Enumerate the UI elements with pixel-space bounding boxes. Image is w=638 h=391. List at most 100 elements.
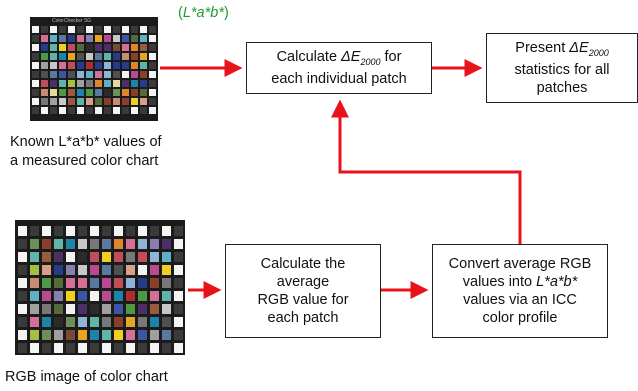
color-patch [138,330,147,340]
lab-label: (L*a*b*) [178,5,229,21]
color-patch [18,304,27,314]
convert-rgb-to-lab-box: Convert average RGB values into L*a*b* v… [432,244,608,338]
color-patch [66,278,75,288]
color-patch [150,226,159,236]
color-patch [114,226,123,236]
color-patch [32,98,39,105]
color-patch [102,304,111,314]
color-patch [86,80,93,87]
color-patch [150,278,159,288]
color-patch [122,80,129,87]
color-patch [66,291,75,301]
color-patch [32,62,39,69]
color-patch [54,343,63,353]
color-patch [18,239,27,249]
color-patch [131,98,138,105]
color-patch [138,265,147,275]
color-patch [174,291,183,301]
color-patch [102,252,111,262]
color-patch [77,26,84,33]
color-patch [104,71,111,78]
color-patch [102,291,111,301]
color-patch [95,44,102,51]
color-patch [54,265,63,275]
color-patch [138,343,147,353]
color-patch [50,71,57,78]
color-patch [90,330,99,340]
color-patch [77,80,84,87]
color-patch [113,62,120,69]
color-patch [42,291,51,301]
color-patch [59,26,66,33]
color-patch [162,330,171,340]
color-patch [122,44,129,51]
color-patch [131,89,138,96]
color-patch [18,226,27,236]
color-patch [140,107,147,114]
color-patch [122,53,129,60]
color-patch [150,317,159,327]
color-patch [68,53,75,60]
color-patch [150,291,159,301]
color-patch [102,239,111,249]
color-patch [138,239,147,249]
color-patch [162,226,171,236]
color-patch [77,44,84,51]
color-patch [95,98,102,105]
color-patch [41,98,48,105]
color-patch [95,80,102,87]
color-patch [113,80,120,87]
color-patch [149,80,156,87]
color-patch [140,62,147,69]
color-patch [104,107,111,114]
known-chart-caption: Known L*a*b* values of a measured color … [10,134,162,169]
color-patch [68,107,75,114]
color-patch [66,304,75,314]
color-patch [150,304,159,314]
color-patch [78,343,87,353]
color-patch [32,26,39,33]
color-patch [174,239,183,249]
color-patch [149,62,156,69]
color-patch [50,89,57,96]
color-patch [86,98,93,105]
color-patch [174,226,183,236]
color-patch [122,26,129,33]
color-patch [30,343,39,353]
color-patch [122,89,129,96]
color-patch [122,107,129,114]
color-patch [138,226,147,236]
color-patch [122,71,129,78]
color-patch [78,278,87,288]
color-patch [114,343,123,353]
color-patch [126,317,135,327]
color-patch [126,265,135,275]
color-patch [68,71,75,78]
color-patch [114,304,123,314]
color-patch [59,98,66,105]
color-patch [174,343,183,353]
color-patch [140,98,147,105]
color-patch [66,330,75,340]
color-patch [18,330,27,340]
color-patch [150,265,159,275]
color-patch [113,44,120,51]
color-patch [66,239,75,249]
color-patch [90,317,99,327]
color-patch [140,71,147,78]
color-patch [104,35,111,42]
color-patch [50,26,57,33]
color-patch [78,330,87,340]
color-patch [114,278,123,288]
color-patch [140,35,147,42]
color-patch [90,265,99,275]
color-patch [42,343,51,353]
color-patch [140,53,147,60]
color-patch [41,35,48,42]
color-patch [77,98,84,105]
color-patch [149,44,156,51]
color-patch [41,62,48,69]
color-patch [78,252,87,262]
color-patch [54,317,63,327]
